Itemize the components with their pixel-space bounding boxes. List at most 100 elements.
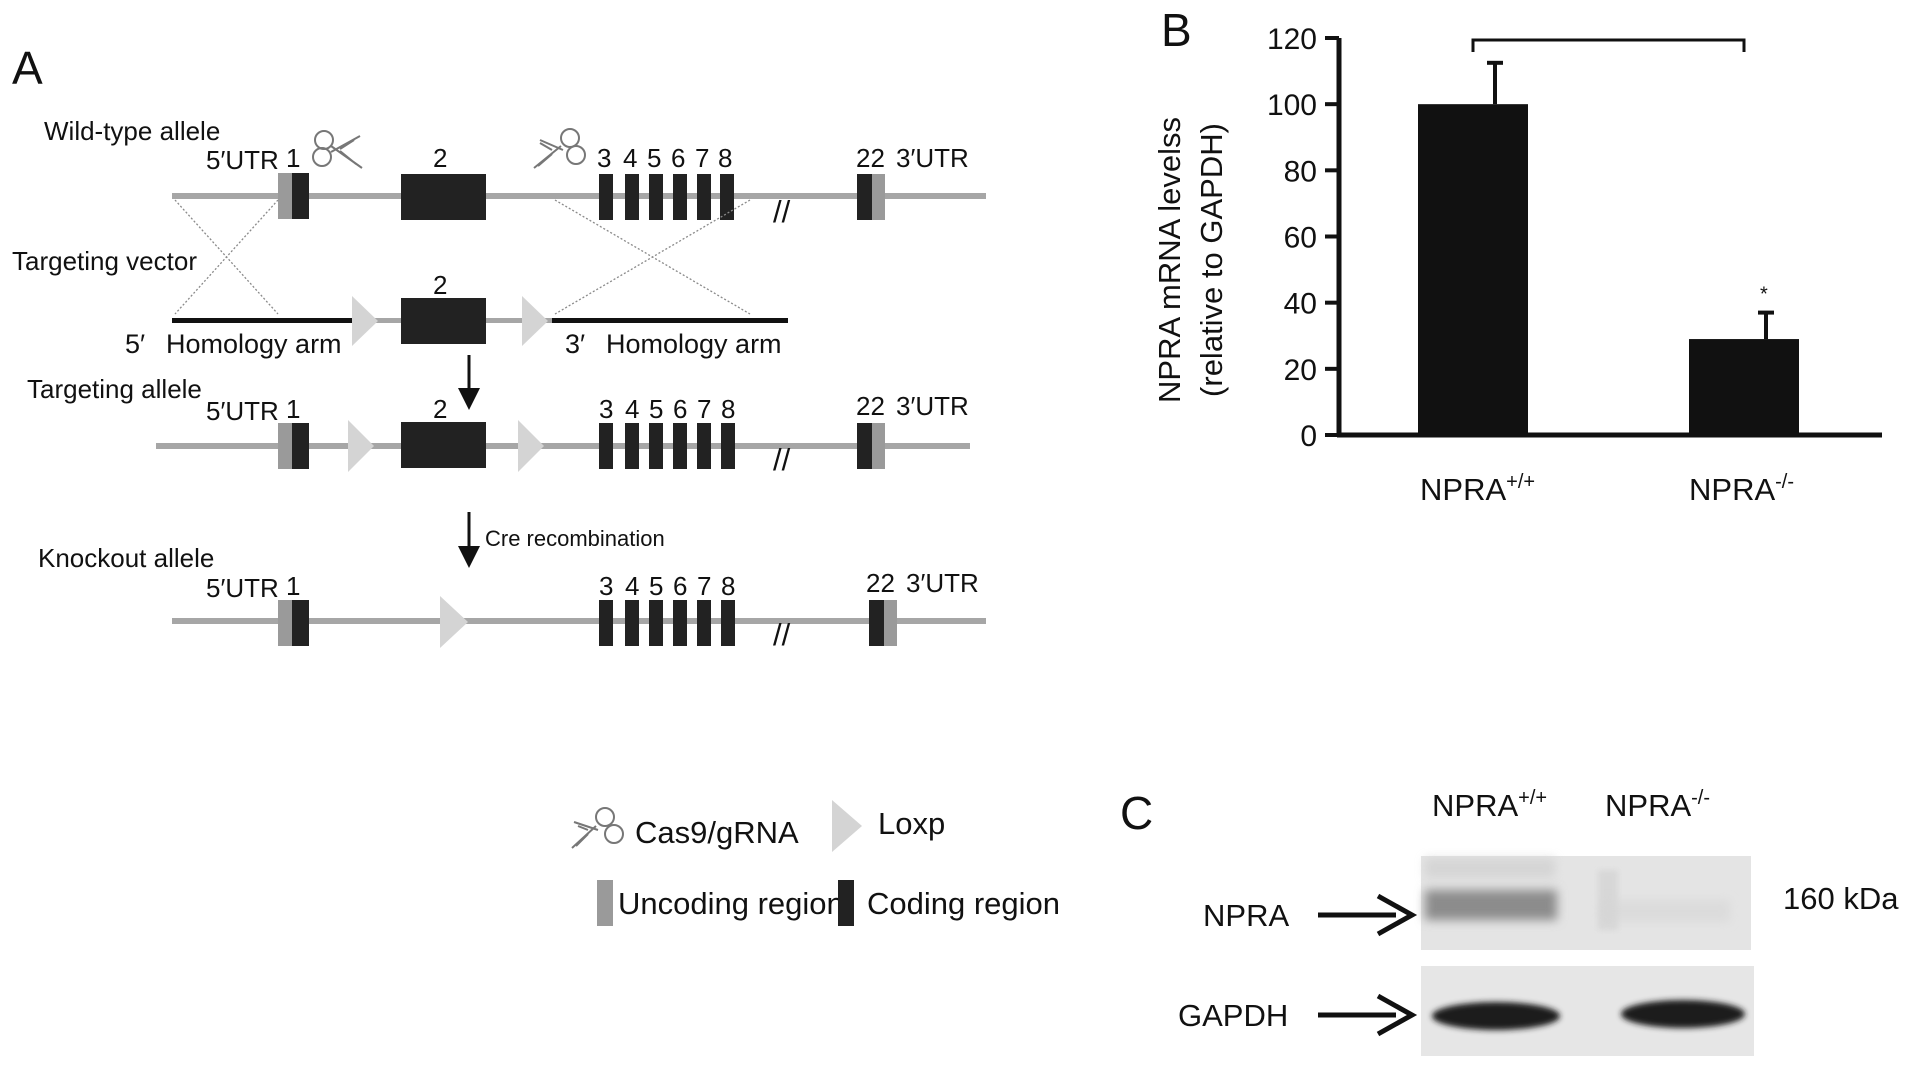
ko-exon22-block xyxy=(869,600,884,646)
ta-break-mark: // xyxy=(773,442,791,477)
panel-a-letter: A xyxy=(12,42,43,94)
npra-band-wt xyxy=(1425,890,1557,920)
ta-5utr-label: 5′UTR xyxy=(206,396,279,426)
ko-utr5-block xyxy=(278,600,292,646)
ko-5utr-label: 5′UTR xyxy=(206,573,279,603)
ta-exon4-num: 4 xyxy=(625,394,639,424)
arrow-down-icon xyxy=(458,512,480,568)
scissors-icon xyxy=(571,807,624,849)
tv-exon2-num: 2 xyxy=(433,270,447,300)
scissors-icon xyxy=(312,130,363,169)
tv-left-homology-label: Homology arm xyxy=(166,329,342,359)
bar-wt xyxy=(1418,104,1528,436)
ko-exon5-num: 5 xyxy=(649,571,663,601)
gapdh-blot xyxy=(1421,966,1754,1056)
wt-exon2-num: 2 xyxy=(433,143,447,173)
crossover-lines xyxy=(174,199,751,315)
comparison-bracket xyxy=(1471,38,1746,52)
loxp-site-icon xyxy=(518,420,544,472)
loxp-site-icon xyxy=(522,296,548,346)
wt-utr5-block xyxy=(278,173,292,219)
npra-band-ko xyxy=(1600,900,1730,922)
wt-exons-3-8 xyxy=(599,174,734,220)
lane2-label: NPRA-/- xyxy=(1605,787,1710,823)
size-label: 160 kDa xyxy=(1783,881,1899,916)
knockout-allele: Knockout allele 5′UTR 1 3 4 5 6 7 8 // 2… xyxy=(38,543,986,652)
legend-uncoding-label: Uncoding region xyxy=(618,886,844,921)
loxp-site-icon xyxy=(348,420,374,472)
y-axis-label: NPRA mRNA levelss xyxy=(1152,117,1187,403)
ko-exon22-num: 22 xyxy=(866,568,895,598)
cre-recombination-label: Cre recombination xyxy=(485,526,665,551)
ko-exon7-num: 7 xyxy=(697,571,711,601)
y-axis-title: NPRA mRNA levelss (relative to GAPDH) xyxy=(1152,117,1229,403)
y-tick-label: 40 xyxy=(1284,288,1317,321)
ta-exon1-num: 1 xyxy=(286,394,300,424)
legend-coding-swatch xyxy=(838,880,854,926)
wt-exon5-num: 5 xyxy=(647,143,661,173)
y-tick-label: 0 xyxy=(1300,420,1317,453)
wt-break-mark: // xyxy=(773,194,791,229)
wild-type-label: Wild-type allele xyxy=(44,116,220,146)
wt-exon2-block xyxy=(401,174,486,220)
y-tick-label: 60 xyxy=(1284,222,1317,255)
ko-3utr-label: 3′UTR xyxy=(906,568,979,598)
arrow-right-icon xyxy=(1318,993,1418,1037)
legend-cas9-label: Cas9/gRNA xyxy=(635,815,799,850)
y-tick-label: 120 xyxy=(1267,23,1317,56)
wt-exon8-num: 8 xyxy=(718,143,732,173)
gapdh-band-wt xyxy=(1432,1002,1560,1030)
lane1-label: NPRA+/+ xyxy=(1432,787,1547,823)
ta-exons-3-8 xyxy=(599,423,735,469)
panel-a: A Wild-type allele 5′UTR 1 2 3 4 xyxy=(12,42,986,652)
ko-exon4-num: 4 xyxy=(625,571,639,601)
targeting-vector-label: Targeting vector xyxy=(12,246,197,276)
loxp-site-icon xyxy=(440,596,468,648)
x-tick-label-ko: NPRA-/- xyxy=(1689,471,1794,507)
ko-exons-3-8 xyxy=(599,600,735,646)
scissors-icon xyxy=(533,128,586,169)
ta-exon6-num: 6 xyxy=(673,394,687,424)
wild-type-line xyxy=(172,193,986,199)
legend-loxp-label: Loxp xyxy=(878,806,945,841)
ta-3utr-label: 3′UTR xyxy=(896,391,969,421)
tv-3prime: 3′ xyxy=(565,329,585,359)
panel-c: C NPRA+/+ NPRA-/- NPRA 160 kDa xyxy=(1120,787,1899,1056)
wt-3utr-label: 3′UTR xyxy=(896,143,969,173)
ta-exon5-num: 5 xyxy=(649,394,663,424)
targeting-allele-line xyxy=(156,443,970,449)
ta-exon2-block xyxy=(401,422,486,468)
y-tick-label: 100 xyxy=(1267,89,1317,122)
ta-exon7-num: 7 xyxy=(697,394,711,424)
wild-type-allele: Wild-type allele 5′UTR 1 2 3 4 5 6 xyxy=(44,116,986,229)
ko-exon6-num: 6 xyxy=(673,571,687,601)
ta-utr5-block xyxy=(278,423,292,469)
bar-ko xyxy=(1689,339,1799,435)
knockout-allele-label: Knockout allele xyxy=(38,543,214,573)
ko-exon1-block xyxy=(292,600,309,646)
gapdh-row-label: GAPDH xyxy=(1178,998,1288,1033)
ta-exon1-block xyxy=(292,423,309,469)
wt-exon22-block xyxy=(857,174,872,220)
ta-exon3-num: 3 xyxy=(599,394,613,424)
tv-exon2-block xyxy=(401,298,486,344)
npra-row-label: NPRA xyxy=(1203,898,1289,933)
wt-exon22-num: 22 xyxy=(856,143,885,173)
ta-exon2-num: 2 xyxy=(433,394,447,424)
loxp-site-icon xyxy=(352,296,378,346)
ta-exon22-block xyxy=(857,423,872,469)
wt-exon1-block xyxy=(292,173,309,219)
y-tick-label: 20 xyxy=(1284,354,1317,387)
wt-utr3-block xyxy=(872,174,885,220)
ta-exon8-num: 8 xyxy=(721,394,735,424)
gapdh-band-ko xyxy=(1621,1000,1745,1028)
wt-5utr-label: 5′UTR xyxy=(206,145,279,175)
targeting-vector: Targeting vector 2 5′ Homology arm 3′ Ho… xyxy=(12,246,788,359)
significance-star: * xyxy=(1760,284,1768,306)
legend: Cas9/gRNA Loxp Uncoding region Coding re… xyxy=(571,800,1060,926)
targeting-allele-label: Targeting allele xyxy=(27,374,202,404)
wt-exon6-num: 6 xyxy=(671,143,685,173)
arrow-down-icon xyxy=(458,355,480,410)
tv-right-homology-label: Homology arm xyxy=(606,329,782,359)
